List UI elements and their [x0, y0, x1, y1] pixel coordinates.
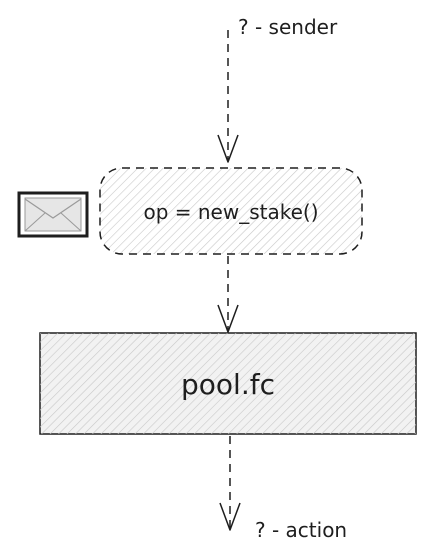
- message-node-label: op = new_stake(): [143, 200, 318, 224]
- contract-node-label: pool.fc: [181, 368, 275, 401]
- middle-arrow: [217, 256, 239, 333]
- contract-node: [39, 332, 417, 435]
- envelope-icon: [17, 191, 89, 238]
- outgoing-arrow: [219, 436, 241, 531]
- message-node: [99, 167, 363, 255]
- incoming-label: ? - sender: [238, 15, 338, 39]
- outgoing-label: ? - action: [255, 518, 347, 542]
- incoming-arrow: [217, 30, 239, 163]
